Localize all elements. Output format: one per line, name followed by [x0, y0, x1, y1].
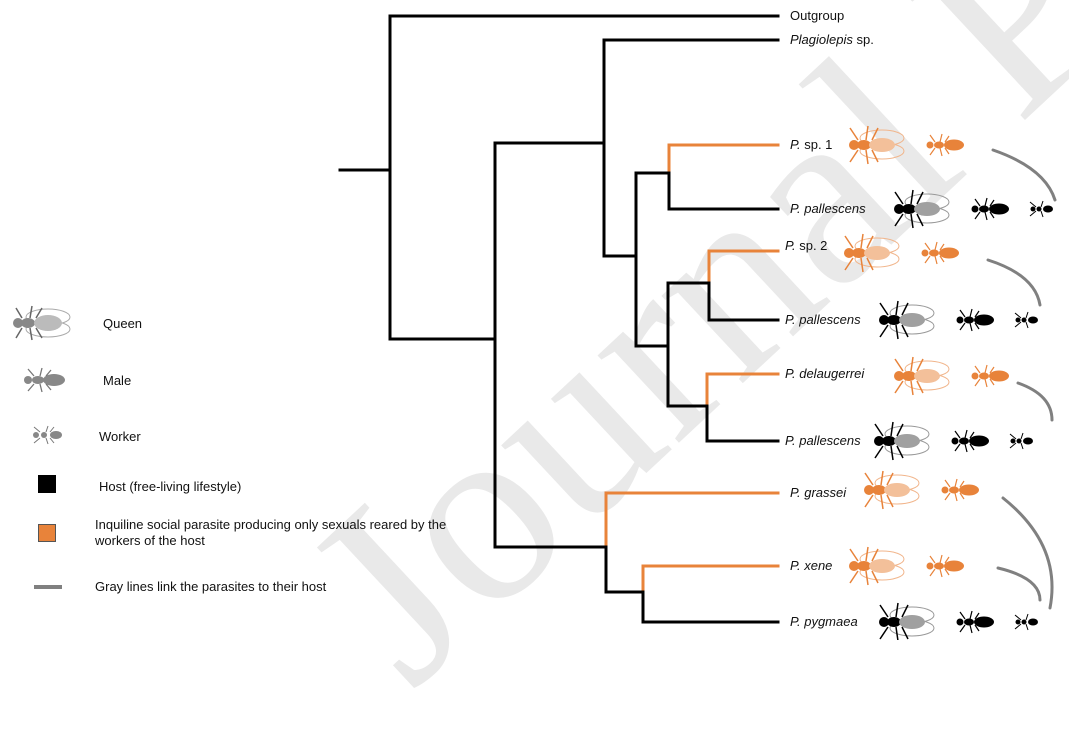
parasite-color-swatch [38, 524, 56, 542]
tip-label-pygmaea: P. pygmaea [790, 614, 858, 629]
parasite-legend-label: Inquiline social parasite producing only… [95, 517, 447, 548]
queen-icon [864, 470, 920, 510]
male-legend-label: Male [103, 373, 132, 388]
link-legend-line [34, 585, 62, 589]
queen-legend-label: Queen [103, 316, 143, 331]
male-icon [971, 364, 1009, 388]
male-legend-icon [18, 366, 70, 394]
queen-icon [879, 300, 935, 340]
tip-label-sp1: P. sp. 1 [790, 137, 833, 152]
queen-icon [844, 233, 900, 273]
queen-icon [894, 356, 950, 396]
worker-icon [1029, 200, 1053, 218]
tip-label-pallescens-1: P. pallescens [790, 201, 866, 216]
worker-icon [1014, 613, 1038, 631]
male-icon [956, 308, 994, 332]
male-icon [951, 429, 989, 453]
queen-icon [849, 125, 905, 165]
host-legend-label: Host (free-living lifestyle) [99, 479, 242, 494]
worker-legend-icon [28, 425, 68, 445]
queen-icon [874, 421, 930, 461]
host-link-arc [986, 258, 1042, 307]
queen-icon [879, 602, 935, 640]
host-link-arc [1001, 496, 1054, 610]
queen-icon [849, 546, 905, 586]
queen-icon [894, 189, 950, 229]
tip-label-grassei: P. grassei [790, 485, 847, 500]
host-link-arc [996, 566, 1042, 602]
queen-legend-icon [8, 300, 76, 346]
tip-label-plagiolepis: Plagiolepis sp. [790, 32, 874, 47]
male-icon [926, 554, 964, 578]
host-link-arc [991, 148, 1057, 202]
worker-legend-label: Worker [99, 429, 141, 444]
host-link-arc [1016, 381, 1054, 422]
host-color-swatch [38, 475, 56, 493]
tip-label-sp2: P. sp. 2 [785, 238, 828, 253]
tip-label-pallescens-2: P. pallescens [785, 312, 861, 327]
worker-icon [1009, 432, 1033, 450]
male-icon [971, 197, 1009, 221]
male-icon [956, 610, 994, 634]
phylogenetic-tree [338, 14, 1057, 640]
link-legend-label: Gray lines link the parasites to their h… [95, 579, 327, 594]
male-icon [921, 241, 959, 265]
tip-label-pallescens-3: P. pallescens [785, 433, 861, 448]
worker-icon [1014, 311, 1038, 329]
male-icon [941, 478, 979, 502]
tip-label-xene: P. xene [790, 558, 833, 573]
tip-label-delaugerrei: P. delaugerrei [785, 366, 865, 381]
tip-label-outgroup: Outgroup [790, 8, 845, 23]
male-icon [926, 133, 964, 157]
